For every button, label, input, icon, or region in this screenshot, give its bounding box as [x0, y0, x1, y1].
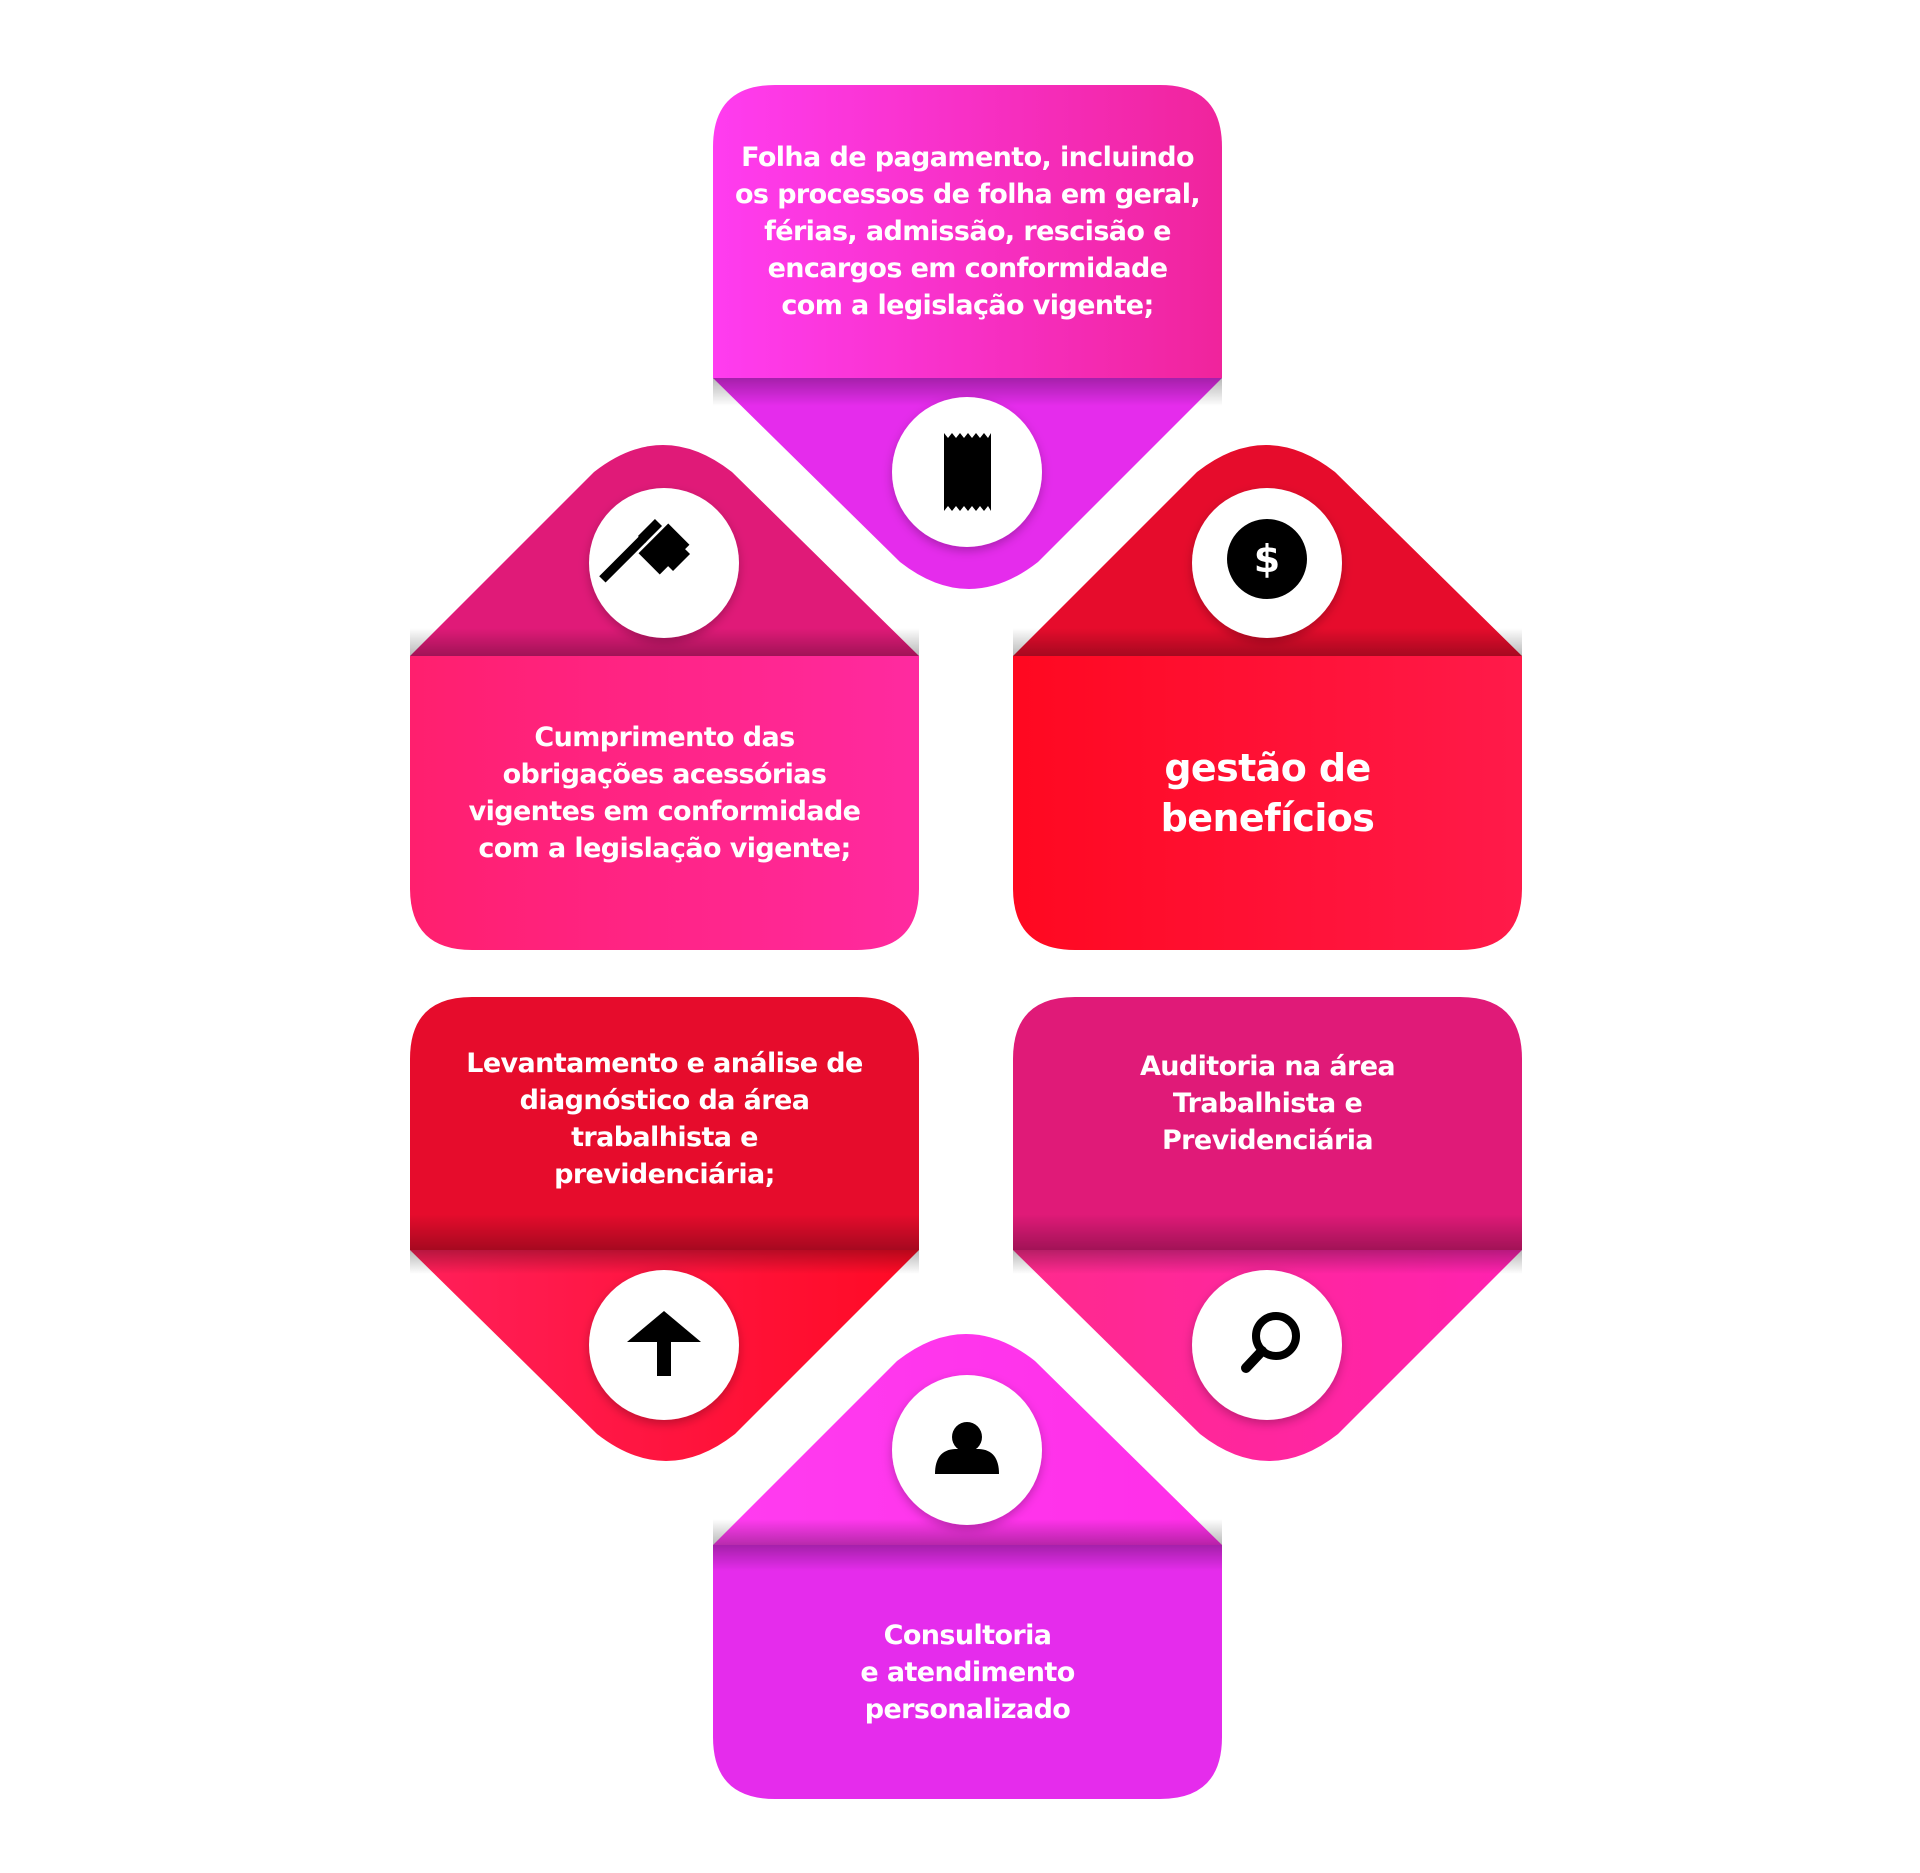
- card-audit-text: Auditoria na área Trabalhista e Previden…: [1139, 1050, 1396, 1156]
- card-benefits-text: gestão de benefícios: [1160, 746, 1375, 840]
- card-survey: [410, 997, 919, 1461]
- card-consulting-body: [713, 1545, 1222, 1799]
- card-audit: [1013, 997, 1522, 1461]
- card-survey-body: [410, 997, 919, 1250]
- person-icon: [935, 1422, 999, 1474]
- card-audit-icon-circle: [1192, 1270, 1342, 1420]
- card-obligations-body: [410, 656, 919, 950]
- card-audit-body-shade: [1013, 1214, 1522, 1250]
- card-obligations: [410, 445, 919, 950]
- gavel-icon: [599, 518, 691, 583]
- dollar-icon: $: [1227, 519, 1307, 599]
- card-consulting-text: Consultoria e atendimento personalizado: [860, 1619, 1075, 1725]
- card-survey-tab-shade: [410, 1250, 919, 1274]
- receipt-icon: [944, 433, 991, 511]
- card-survey-body-shade: [410, 1214, 919, 1250]
- svg-text:$: $: [1254, 537, 1280, 581]
- card-obligations-text: Cumprimento das obrigações acessórias vi…: [468, 722, 861, 864]
- card-consulting: [713, 1334, 1222, 1799]
- magnifier-icon: [1241, 1312, 1300, 1373]
- card-benefits: $: [1013, 445, 1522, 950]
- card-benefits-body: [1013, 656, 1522, 950]
- card-payroll-body: [713, 85, 1222, 378]
- card-survey-text: Levantamento e análise de diagnóstico da…: [466, 1048, 863, 1190]
- card-audit-tab-shade: [1013, 1250, 1522, 1274]
- card-payroll: [713, 85, 1222, 589]
- card-consulting-body-shade: [713, 1545, 1222, 1571]
- card-audit-body: [1013, 997, 1522, 1250]
- card-payroll-text: Folha de pagamento, incluindo os process…: [734, 141, 1201, 321]
- arrow-up-icon: [627, 1311, 701, 1376]
